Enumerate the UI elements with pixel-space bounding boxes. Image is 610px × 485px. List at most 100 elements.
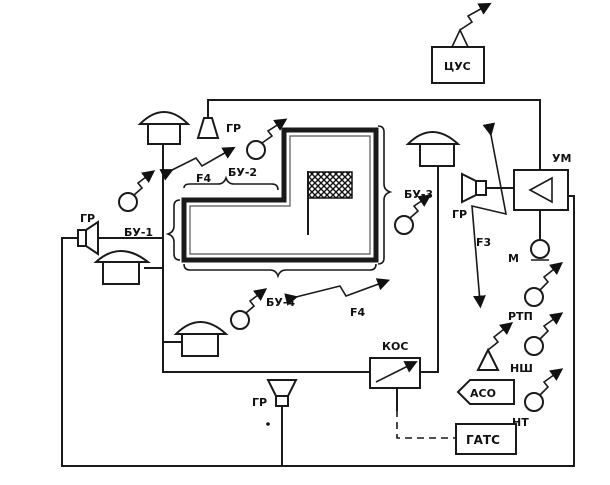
speaker-magnet-icon: [475, 180, 487, 196]
gr-label-right: ГР: [452, 208, 467, 221]
receiver-icon: [524, 287, 544, 307]
bu4-brace: [183, 263, 377, 279]
siren-bu1: [93, 250, 151, 285]
radio-signal-icon: [245, 288, 268, 314]
loudspeaker-icon: [196, 117, 220, 139]
radio-link-f4-top: F4: [159, 146, 236, 185]
f4-link-arrow: [159, 146, 236, 181]
um-label: УМ: [552, 152, 571, 165]
speaker-magnet-icon: [77, 229, 87, 247]
zone-inner-outline: [189, 135, 371, 255]
receiver-rtp: РТП: [508, 262, 564, 323]
nsh-label: НШ: [510, 362, 533, 375]
microphone-icon: [530, 239, 550, 259]
gr-label-left: ГР: [80, 212, 95, 225]
loudspeaker-icon: [266, 379, 298, 397]
loudspeaker-icon: [85, 220, 99, 256]
gats-unit: ГАТС: [455, 423, 517, 455]
bu3-brace: [377, 125, 393, 265]
flag-icon: [307, 171, 353, 199]
protected-zone: [165, 125, 393, 279]
microphone: М: [508, 239, 550, 265]
loudspeaker-bottom: ГР: [252, 379, 298, 426]
top-bus-wire: [207, 99, 541, 171]
radio-signal-icon: [539, 312, 564, 340]
gr-label-bottom: ГР: [252, 396, 267, 409]
zone-outline: [181, 127, 379, 263]
siren-dome-icon: [93, 250, 151, 263]
f4-link-arrow: [284, 278, 391, 306]
radio-link-f4-bottom: F4: [284, 278, 391, 319]
gats-box: [455, 423, 517, 455]
cus-station: ЦУС: [431, 2, 492, 84]
bu2-label: БУ-2: [228, 166, 257, 179]
siren-dome-icon: [173, 321, 229, 335]
receiver-bu3: БУ-3: [394, 188, 433, 235]
amplifier-triangle-icon: [528, 176, 553, 204]
loudspeaker-top: ГР: [196, 117, 241, 139]
speaker-magnet-icon: [275, 395, 289, 407]
bu3-label: БУ-3: [404, 188, 433, 201]
bu1-label: БУ-1: [124, 226, 153, 239]
siren-body-icon: [419, 143, 455, 167]
antenna-aso: [476, 322, 514, 371]
kos-switch-icon: [375, 361, 418, 383]
receiver-bu1: БУ-1: [118, 170, 156, 239]
receiver-bu4: БУ-4: [230, 288, 295, 330]
outer-loop-wire: [61, 195, 575, 467]
dot-mark: [266, 422, 270, 426]
aso-box: [456, 379, 515, 405]
siren-dome-icon: [405, 131, 461, 145]
m-label: М: [508, 252, 519, 265]
siren-bu3: [405, 131, 461, 167]
gr-label-top: ГР: [226, 122, 241, 135]
f3-label: F3: [476, 236, 491, 249]
radio-signal-icon: [487, 322, 514, 351]
receiver-icon: [524, 392, 544, 412]
radio-signal-icon: [539, 368, 564, 396]
receiver-nt: НТ: [512, 368, 564, 429]
cus-radio-signal-icon: [459, 2, 492, 31]
siren-body-icon: [181, 333, 219, 357]
loudspeaker-bu3: ГР: [452, 172, 487, 221]
siren-body-icon: [147, 123, 181, 145]
radio-signal-icon: [261, 118, 288, 144]
radio-signal-icon: [409, 194, 432, 219]
um-amplifier: УМ: [513, 152, 571, 211]
kos-unit: КОС: [369, 340, 421, 389]
main-wiring: [61, 99, 575, 467]
loudspeaker-left: ГР: [77, 212, 99, 256]
siren-bu4: [173, 321, 229, 357]
cus-antenna-icon: [450, 28, 470, 48]
aso-unit: АСО: [456, 379, 515, 405]
bu4-label: БУ-4: [266, 296, 295, 309]
rtp-label: РТП: [508, 310, 533, 323]
receiver-icon: [524, 336, 544, 356]
cus-label: ЦУС: [444, 60, 471, 73]
receiver-icon: [230, 310, 250, 330]
antenna-icon: [476, 347, 500, 371]
um-box: [513, 169, 569, 211]
radio-link-f3: F3: [471, 122, 508, 309]
kos-gats-dashed-link: [396, 410, 455, 439]
f4-label-top: F4: [196, 172, 212, 185]
aso-label: АСО: [470, 387, 496, 400]
inner-left-wire: [162, 141, 371, 373]
inner-right-wire: [419, 164, 439, 373]
receiver-icon: [118, 192, 138, 212]
kos-label: КОС: [382, 340, 408, 353]
bu1-brace: [165, 199, 181, 261]
siren-dome-icon: [137, 111, 191, 125]
radio-signal-icon: [539, 262, 564, 291]
radio-signal-icon: [133, 170, 156, 196]
receiver-icon: [246, 140, 266, 160]
loudspeaker-icon: [461, 172, 477, 204]
receiver-icon: [394, 215, 414, 235]
siren-body-icon: [102, 261, 140, 285]
f4-label-bottom: F4: [350, 306, 366, 319]
receiver-nsh: НШ: [510, 312, 564, 375]
siren-top-left: [137, 111, 191, 145]
gats-label: ГАТС: [466, 433, 500, 447]
